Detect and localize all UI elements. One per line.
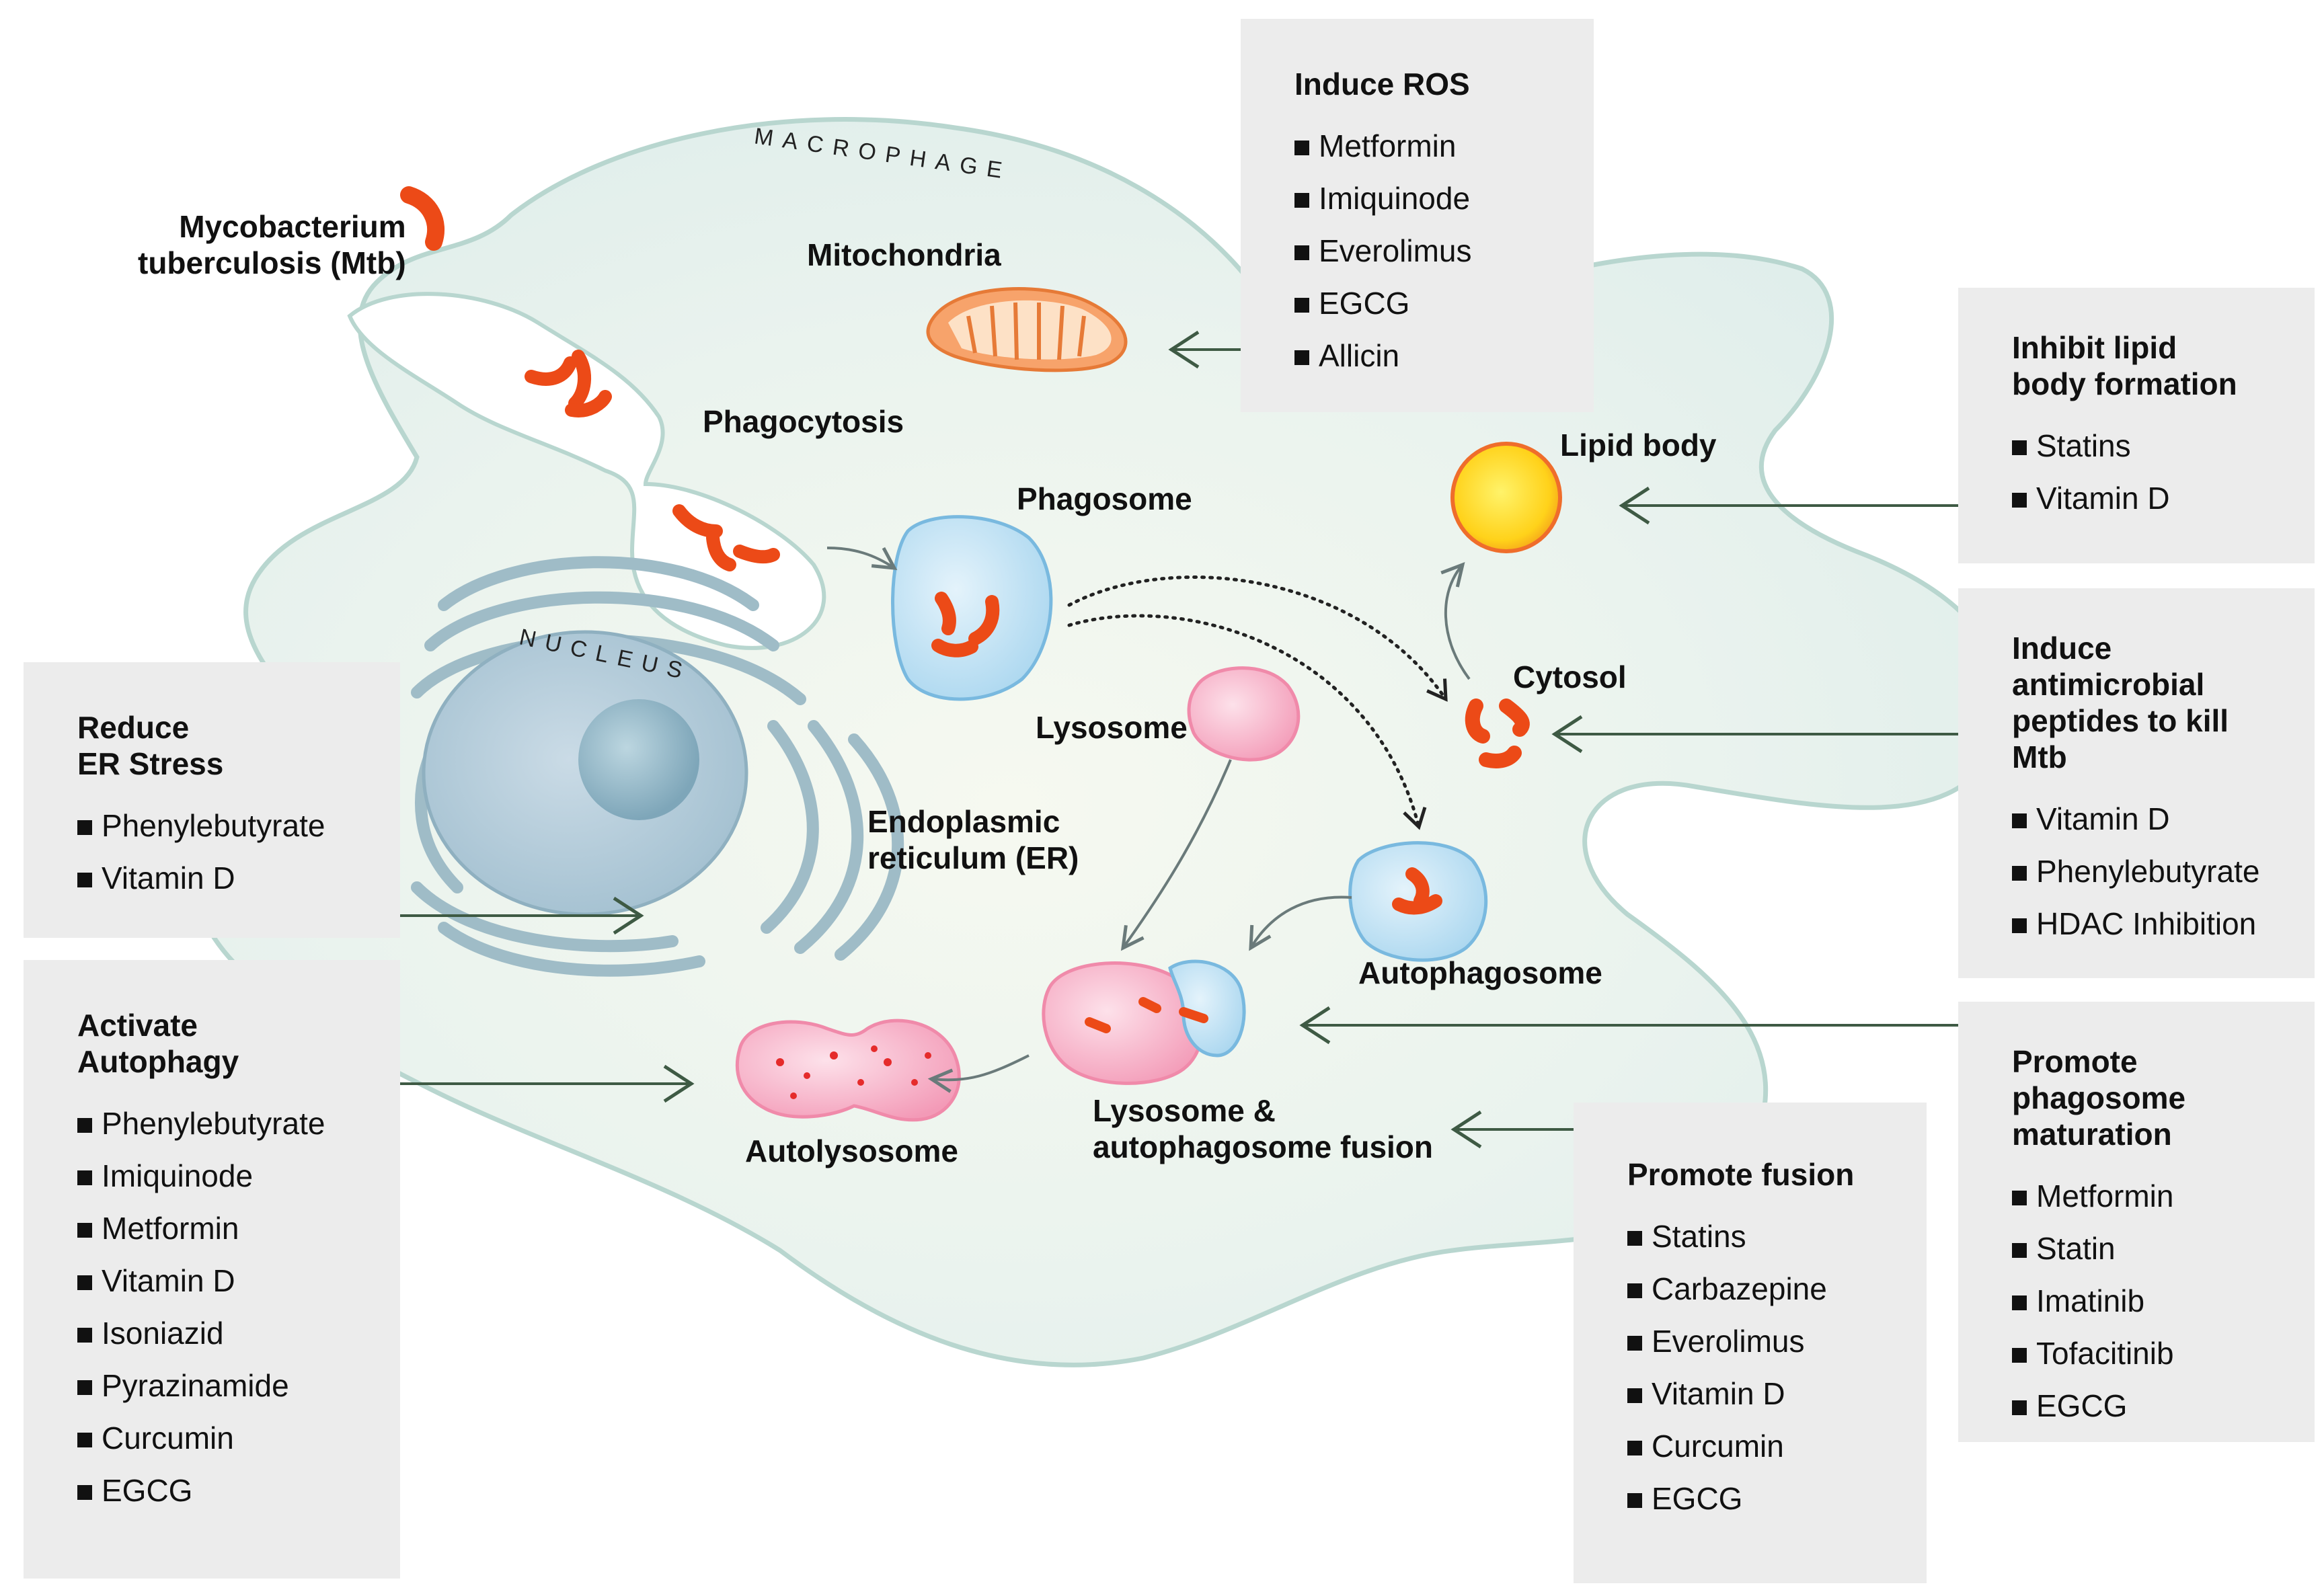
drug-item: Carbazepine [1627, 1263, 1927, 1315]
phagocytosis-label: Phagocytosis [703, 404, 904, 439]
drug-item: EGCG [77, 1464, 400, 1517]
box-title-line: Promote fusion [1627, 1157, 1855, 1192]
drug-item: Vitamin D [2012, 472, 2315, 524]
drug-item: Metformin [2012, 1170, 2315, 1222]
lysosome [1187, 666, 1301, 762]
box-title-line: Mtb [2012, 740, 2067, 774]
phagosome-label: Phagosome [1017, 481, 1192, 516]
box-title-line: maturation [2012, 1117, 2172, 1152]
mitochondria-label: Mitochondria [807, 237, 1001, 272]
drug-item: HDAC Inhibition [2012, 897, 2315, 950]
box-title-line: Inhibit lipid [2012, 330, 2177, 365]
drug-item: Phenylebutyrate [77, 1097, 400, 1150]
drug-item: Metformin [1294, 120, 1594, 172]
box-title-line: peptides to kill [2012, 703, 2229, 738]
drug-item: Pyrazinamide [77, 1359, 400, 1412]
phagocytosis-pocket [347, 292, 826, 650]
drug-item: Curcumin [77, 1412, 400, 1464]
drug-item: Isoniazid [77, 1307, 400, 1359]
box-title-line: antimicrobial [2012, 667, 2205, 702]
drug-item: Statins [1627, 1210, 1927, 1263]
fusion-label: Lysosome & autophagosome fusion [1093, 1093, 1433, 1164]
drug-item: EGCG [1294, 277, 1594, 329]
box-title: Promote fusion [1627, 1156, 1927, 1193]
box-title-line: ER Stress [77, 746, 224, 781]
mtb-label: Mycobacterium tuberculosis (Mtb) [138, 209, 406, 280]
drug-item: Phenylebutyrate [2012, 845, 2315, 897]
box-title-line: Activate [77, 1008, 198, 1043]
phagosome [891, 515, 1053, 701]
autophagosome-label: Autophagosome [1358, 955, 1602, 990]
dotted-arrows [1067, 575, 1448, 830]
mtb-in-pocket [525, 350, 780, 571]
autophagosome [1348, 841, 1488, 962]
box-title-line: body formation [2012, 366, 2237, 401]
autolysosome-label: Autolysosome [745, 1133, 958, 1168]
drug-item: Vitamin D [1627, 1367, 1927, 1420]
box-title-line: Induce [2012, 631, 2112, 666]
drug-item: Vitamin D [77, 852, 400, 904]
drug-item: Everolimus [1294, 225, 1594, 277]
nucleolus [578, 699, 699, 820]
drug-item: Everolimus [1627, 1315, 1927, 1367]
drug-arrows [360, 330, 1980, 1149]
drug-item: Phenylebutyrate [77, 799, 400, 852]
autolysosome-fragments [776, 1045, 931, 1099]
drug-item: EGCG [1627, 1472, 1927, 1525]
mtb-in-cytosol [1465, 699, 1530, 768]
box-title: Induce ROS [1294, 66, 1594, 102]
drug-item: Imatinib [2012, 1275, 2315, 1327]
lipid-body [1450, 442, 1562, 553]
pathway-arrows [826, 547, 1471, 1093]
lysosome-label: Lysosome [1036, 710, 1188, 745]
drug-item: Imiquinode [1294, 172, 1594, 225]
box-title-line: phagosome [2012, 1080, 2186, 1115]
box-title-line: Autophagy [77, 1044, 239, 1079]
drug-item: Statins [2012, 420, 2315, 472]
drug-item: Curcumin [1627, 1420, 1927, 1472]
drug-item: Statin [2012, 1222, 2315, 1275]
mtb-bacterium [400, 186, 445, 251]
drug-item: EGCG [2012, 1380, 2315, 1432]
er-label: Endoplasmic reticulum (ER) [867, 804, 1079, 875]
lipid-body-label: Lipid body [1560, 428, 1717, 463]
drug-item: Tofacitinib [2012, 1327, 2315, 1380]
autolysosome [735, 1019, 961, 1122]
cytosol-label: Cytosol [1513, 660, 1627, 694]
box-title-line: Promote [2012, 1044, 2138, 1079]
mitochondria [926, 287, 1128, 372]
box-title-line: Induce ROS [1294, 67, 1470, 102]
drug-item: Vitamin D [77, 1254, 400, 1307]
box-title-line: Reduce [77, 710, 190, 745]
fusion-vesicle [1042, 959, 1246, 1085]
drug-item: Imiquinode [77, 1150, 400, 1202]
drug-item: Vitamin D [2012, 793, 2315, 845]
drug-item: Metformin [77, 1202, 400, 1254]
drug-item: Allicin [1294, 329, 1594, 382]
